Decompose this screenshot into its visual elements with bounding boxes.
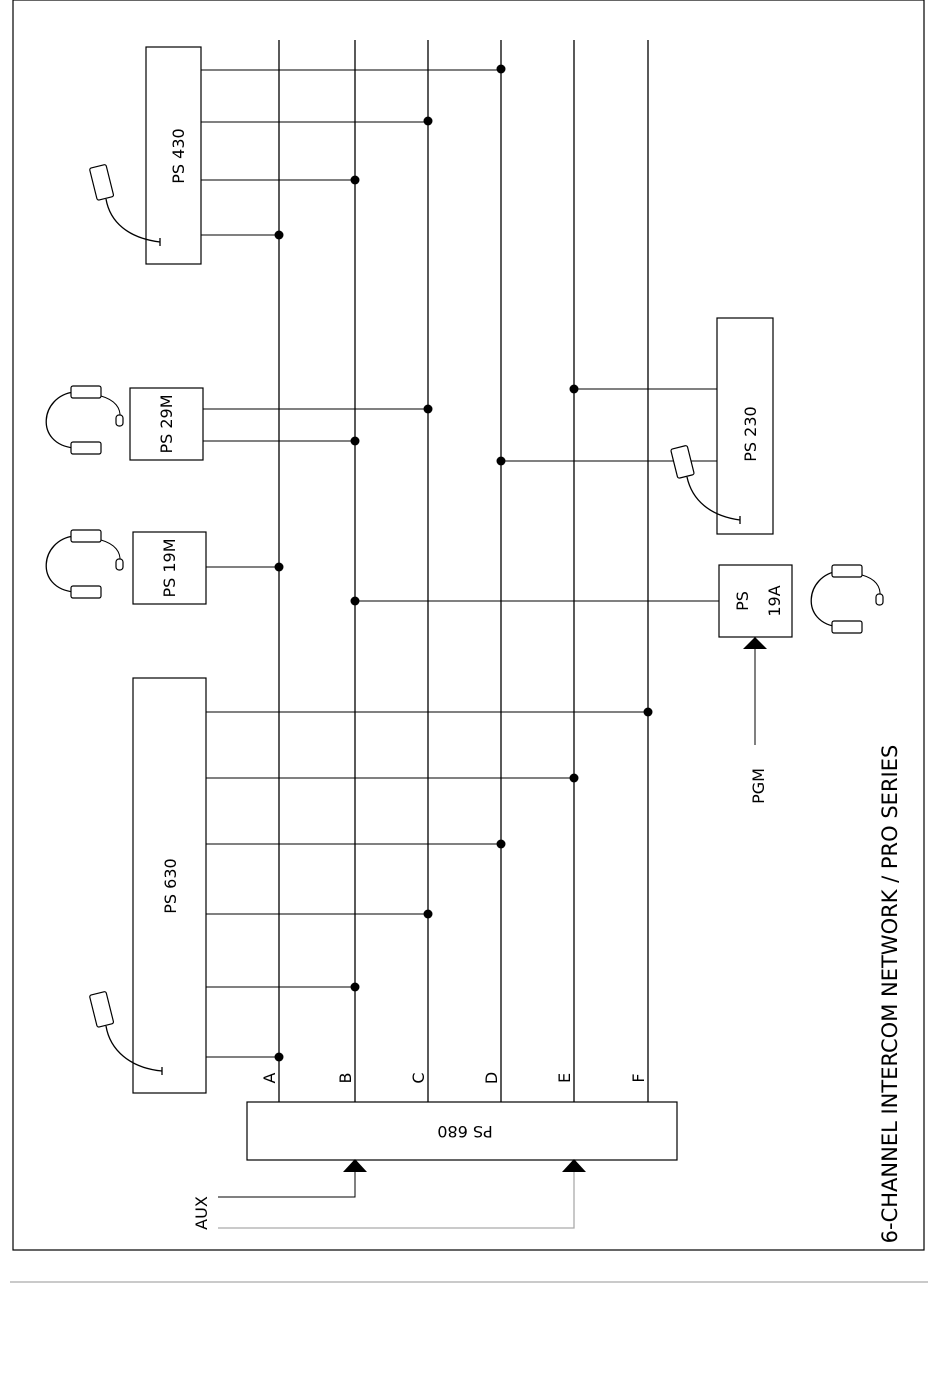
- ps29m-label: PS 29M: [157, 394, 176, 453]
- junction-dot: [644, 708, 653, 717]
- ps19m-label: PS 19M: [160, 538, 179, 597]
- channel-label-b: B: [336, 1073, 355, 1084]
- junction-dot: [275, 231, 284, 240]
- channel-label-e: E: [555, 1073, 574, 1083]
- ps19a-label-line1: PS: [733, 591, 752, 611]
- junction-dot: [424, 910, 433, 919]
- junction-dot: [497, 457, 506, 466]
- junction-dot: [351, 983, 360, 992]
- channel-label-f: F: [629, 1073, 648, 1082]
- ps630-label: PS 630: [161, 858, 180, 913]
- channel-label-a: A: [260, 1072, 279, 1083]
- channel-label-d: D: [482, 1072, 501, 1084]
- diagram-title: 6-CHANNEL INTERCOM NETWORK / PRO SERIES: [878, 745, 902, 1244]
- pgm-label: PGM: [749, 768, 768, 804]
- channel-label-c: C: [409, 1072, 428, 1083]
- ps230-label: PS 230: [741, 406, 760, 461]
- aux-label: AUX: [192, 1196, 211, 1230]
- junction-dot: [570, 774, 579, 783]
- ps430-label: PS 430: [169, 128, 188, 183]
- junction-dot: [497, 840, 506, 849]
- junction-dot: [351, 597, 360, 606]
- junction-dot: [570, 385, 579, 394]
- junction-dot: [351, 176, 360, 185]
- junction-dot: [275, 563, 284, 572]
- junction-dot: [275, 1053, 284, 1062]
- ps680-label: PS 680: [437, 1122, 492, 1141]
- junction-dot: [424, 117, 433, 126]
- junction-dot: [351, 437, 360, 446]
- ps19a-label-line2: 19A: [765, 585, 784, 616]
- junction-dot: [424, 405, 433, 414]
- junction-dot: [497, 65, 506, 74]
